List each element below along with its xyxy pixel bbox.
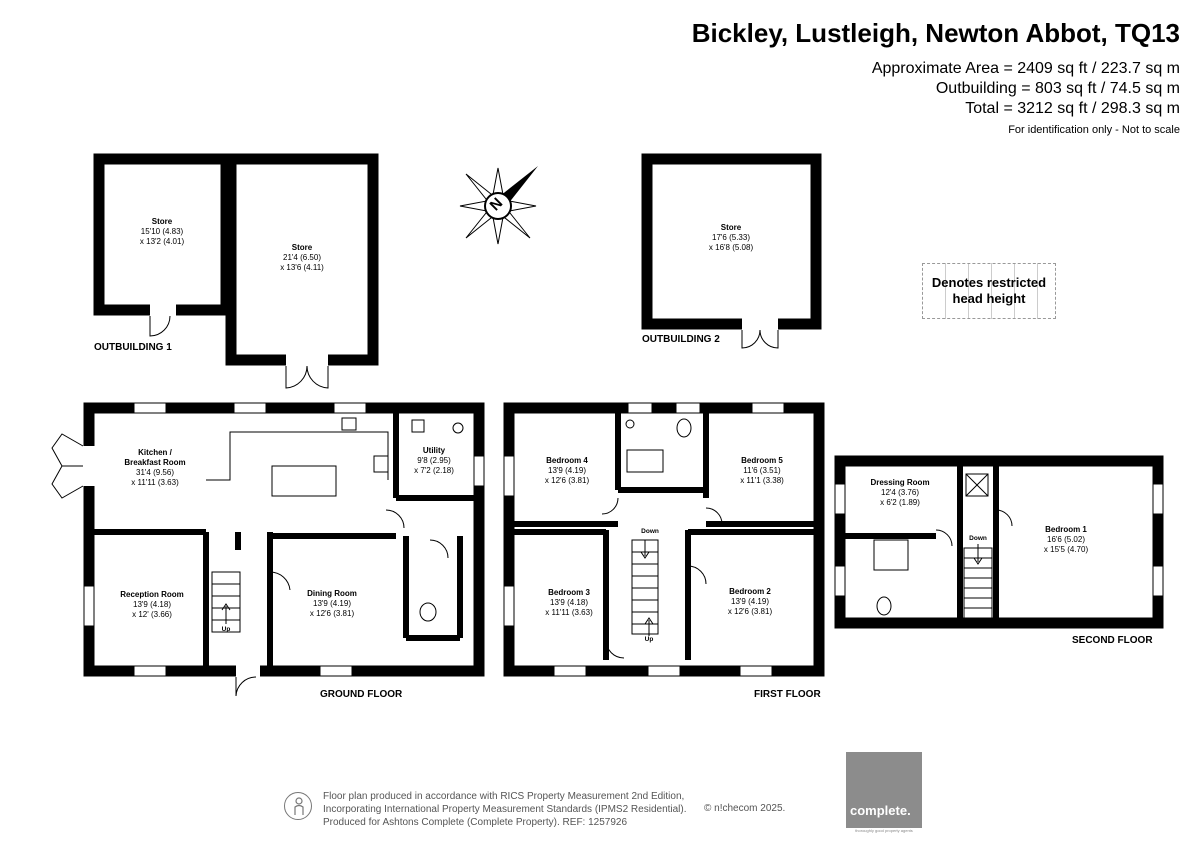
ground-stairs-up-label: Up xyxy=(221,626,231,633)
kitchen-label: Kitchen / Breakfast Room 31'4 (9.56) x 1… xyxy=(124,448,186,487)
second-floor-outer-walls xyxy=(834,455,1164,629)
copyright: © n!checom 2025. xyxy=(704,803,786,814)
ob1-store2-label: Store 21'4 (6.50) x 13'6 (4.11) xyxy=(280,243,324,272)
outbuilding2-walls xyxy=(641,153,822,330)
footer-line2: Incorporating International Property Mea… xyxy=(323,804,687,815)
first-floor-label: FIRST FLOOR xyxy=(754,689,821,700)
restricted-line1: Denotes restricted xyxy=(931,275,1047,290)
logo-wordmark: complete. xyxy=(850,803,911,818)
ob1-store1-label: Store 15'10 (4.83) x 13'2 (4.01) xyxy=(139,217,185,246)
ob2-store-label: Store 17'6 (5.33) x 16'8 (5.08) xyxy=(708,223,754,252)
approximate-area: Approximate Area = 2409 sq ft / 223.7 sq… xyxy=(871,60,1180,77)
compass-rose-icon xyxy=(459,166,538,245)
second-floor-label: SECOND FLOOR xyxy=(1072,635,1153,646)
footer-line1: Floor plan produced in accordance with R… xyxy=(323,791,685,802)
second-stairs-down-label: Down xyxy=(969,535,987,542)
total-area: Total = 3212 sq ft / 298.3 sq m xyxy=(965,100,1180,117)
bedroom5-label: Bedroom 5 11'6 (3.51) x 11'1 (3.38) xyxy=(740,456,784,485)
bedroom1-label: Bedroom 1 16'6 (5.02) x 15'5 (4.70) xyxy=(1043,525,1089,554)
outbuilding2-label: OUTBUILDING 2 xyxy=(642,334,720,345)
footer-text: Floor plan produced in accordance with R… xyxy=(323,790,687,829)
page-title: Bickley, Lustleigh, Newton Abbot, TQ13 xyxy=(691,18,1180,48)
dining-label: Dining Room 13'9 (4.19) x 12'6 (3.81) xyxy=(307,589,357,618)
logo-tagline: thoroughly good property agents xyxy=(855,828,913,833)
utility-label: Utility 9'8 (2.95) x 7'2 (2.18) xyxy=(414,446,454,475)
ground-floor-label: GROUND FLOOR xyxy=(320,689,403,700)
bedroom3-label: Bedroom 3 13'9 (4.18) x 11'11 (3.63) xyxy=(545,588,593,617)
complete-logo: complete. xyxy=(846,752,922,828)
dressing-room-label: Dressing Room 12'4 (3.76) x 6'2 (1.89) xyxy=(870,478,930,507)
restricted-line2: head height xyxy=(952,291,1026,306)
person-info-icon xyxy=(284,792,312,820)
outbuilding1-label: OUTBUILDING 1 xyxy=(94,342,172,353)
footer-line3: Produced for Ashtons Complete (Complete … xyxy=(323,817,628,828)
reception-label: Reception Room 13'9 (4.18) x 12' (3.66) xyxy=(120,590,184,619)
outbuilding-area: Outbuilding = 803 sq ft / 74.5 sq m xyxy=(935,80,1180,97)
bedroom2-label: Bedroom 2 13'9 (4.19) x 12'6 (3.81) xyxy=(727,587,773,616)
scale-note: For identification only - Not to scale xyxy=(1008,124,1180,136)
first-floor-outer-walls xyxy=(503,402,825,677)
first-stairs-down-label: Down xyxy=(641,528,659,535)
restricted-height-legend: Denotes restricted head height xyxy=(922,263,1056,319)
bedroom4-label: Bedroom 4 13'9 (4.19) x 12'6 (3.81) xyxy=(544,456,590,485)
first-stairs-up-label: Up xyxy=(644,636,654,643)
ground-floor-outer-walls xyxy=(83,402,485,677)
